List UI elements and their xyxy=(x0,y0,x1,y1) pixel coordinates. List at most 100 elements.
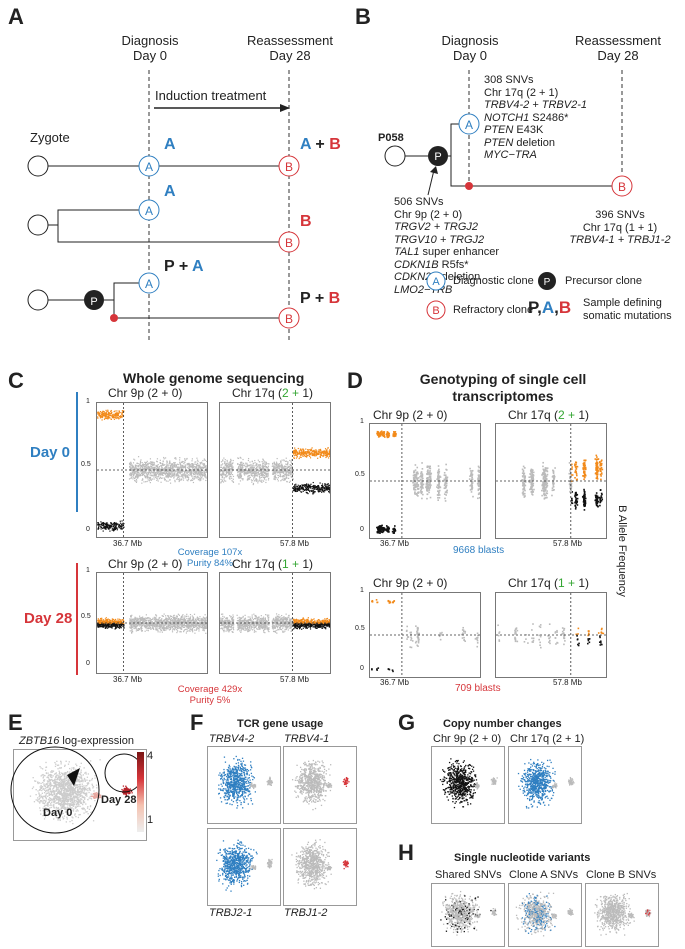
clone-b-annotations: 396 SNVs Chr 17q (1 + 1) TRBV4-1 + TRBJ1… xyxy=(560,209,680,247)
c-d0-chr17-pos: 57.8 Mb xyxy=(280,539,309,548)
c-d28-coverage: Coverage 429x Purity 5% xyxy=(140,684,280,706)
umap-cells xyxy=(515,891,574,937)
d-d28-blasts: 709 blasts xyxy=(455,683,501,694)
c-d28-chr9-plot xyxy=(96,572,208,674)
umap-e-day0: Day 0 xyxy=(43,807,73,819)
legend-diagnostic: Diagnostic clone xyxy=(453,275,534,287)
d-d0-chr17-plot xyxy=(495,423,607,539)
row2-right-label: B xyxy=(300,213,312,230)
c-d0-chr17-plot xyxy=(219,402,331,538)
umap-cells xyxy=(440,890,498,936)
precursor-line: TRGV10 + TRGJ2 xyxy=(394,233,485,246)
day28-bar xyxy=(76,563,78,675)
row3-left-plus: + xyxy=(178,258,189,275)
chr17-title-gain: 1 + xyxy=(558,576,576,590)
baf-points xyxy=(97,409,207,532)
svg-text:A: A xyxy=(145,204,153,218)
umap-f-2 xyxy=(283,746,357,824)
precursor-line: 506 SNVs xyxy=(394,196,444,208)
d-d28-chr17-plot xyxy=(495,592,607,678)
panel-h-title: Single nucleotide variants xyxy=(454,852,591,864)
b-diagnosis-day: Day 0 xyxy=(453,48,487,63)
umap-cells xyxy=(216,839,273,892)
svg-text:A: A xyxy=(145,160,153,174)
row3-right-p: P xyxy=(300,290,311,307)
legend-letter-p: P xyxy=(528,298,538,317)
umap-cells xyxy=(29,759,133,825)
c-d28-chr17-pos: 57.8 Mb xyxy=(280,675,309,684)
c-d0-chr17-title: Chr 17q (2 + 1) xyxy=(232,386,313,400)
d-d28-chr9-plot xyxy=(369,592,481,678)
row1-left-label: A xyxy=(164,136,176,153)
c-d28-chr17-title: Chr 17q (1 + 1) xyxy=(232,557,313,571)
day28-label: Day 28 xyxy=(24,610,73,627)
baf-points xyxy=(220,447,330,495)
panel-c-letter: C xyxy=(8,368,24,393)
row1-right-b: B xyxy=(329,136,341,153)
zygote-label: Zygote xyxy=(30,130,70,145)
panel-f-letter: F xyxy=(190,710,204,735)
sc-points xyxy=(376,430,480,534)
f-label-2: TRBV4-1 xyxy=(284,733,330,745)
chr17-title-gain: 1 + xyxy=(282,557,300,571)
legend-defining-2: somatic mutations xyxy=(583,310,672,322)
legend-letter-b: B xyxy=(558,298,572,317)
ytick: 0.5 xyxy=(81,461,91,468)
c-d28-chr9-pos: 36.7 Mb xyxy=(113,675,142,684)
precursor-line: CDKN1B R5fs* xyxy=(394,258,469,271)
clone-a-line: Chr 17q (2 + 1) xyxy=(484,86,559,99)
day0-label: Day 0 xyxy=(30,444,71,461)
legend-comma: , xyxy=(554,298,559,317)
baf-points xyxy=(220,613,330,634)
row1-right-label: A + B xyxy=(300,136,341,154)
coverage-text: Coverage 429x xyxy=(177,684,243,695)
g-label-1: Chr 9p (2 + 0) xyxy=(433,733,502,745)
induction-label: Induction treatment xyxy=(155,88,267,103)
chr17-title-gain: 2 + xyxy=(558,408,576,422)
panel-e-title: ZBTB16 log-expression xyxy=(19,735,134,748)
d-d0-chr17-title: Chr 17q (2 + 1) xyxy=(508,408,589,422)
row2-left-label: A xyxy=(164,183,176,200)
row3-left-a: A xyxy=(192,258,204,275)
purity-text: Purity 5% xyxy=(189,695,231,706)
patient-id: P058 xyxy=(378,132,404,144)
precursor-annotations: 506 SNVs Chr 9p (2 + 0) TRGV2 + TRGJ2 TR… xyxy=(394,196,499,296)
d-d0-chr9-pos: 36.7 Mb xyxy=(380,539,409,548)
f-label-4: TRBJ1-2 xyxy=(284,907,328,919)
chr17-title-post: 1) xyxy=(299,386,314,400)
clone-b-line: TRBV4-1 + TRBJ1-2 xyxy=(569,234,671,246)
row1-right-a: A xyxy=(300,136,311,153)
colorbar xyxy=(137,752,144,832)
diagnosis-title: Diagnosis xyxy=(121,33,179,48)
ytick: 0 xyxy=(86,526,90,533)
row3-right-b: B xyxy=(328,290,341,307)
svg-text:A: A xyxy=(432,276,440,288)
umap-h-3 xyxy=(585,883,659,947)
legend-refractory: Refractory clone xyxy=(453,304,534,316)
umap-g-2 xyxy=(508,746,582,824)
ytick: 1 xyxy=(360,587,364,594)
row3-left-label: P + A xyxy=(164,258,204,276)
b-diagnosis-title: Diagnosis xyxy=(441,33,499,48)
panel-b-tree: P A B xyxy=(384,70,633,197)
ytick: 1 xyxy=(86,398,90,405)
ytick: 0 xyxy=(360,526,364,533)
panel-b-letter: B xyxy=(355,4,371,29)
panel-a-reassessment-header: Reassessment Day 28 xyxy=(235,33,345,63)
ytick: 1 xyxy=(360,418,364,425)
umap-f-4 xyxy=(283,828,357,906)
c-d0-chr9-pos: 36.7 Mb xyxy=(113,539,142,548)
umap-cells xyxy=(594,892,652,936)
zbtb16-rest: log-expression xyxy=(59,735,134,747)
d-d28-chr17-pos: 57.8 Mb xyxy=(553,678,582,687)
c-d28-chr9-title: Chr 9p (2 + 0) xyxy=(108,557,183,571)
sc-points xyxy=(497,623,605,649)
panel-d-title-2: transcriptomes xyxy=(452,388,554,404)
reassessment-day: Day 28 xyxy=(269,48,311,63)
d-d28-chr17-title: Chr 17q (1 + 1) xyxy=(508,576,589,590)
clone-b-line: 396 SNVs xyxy=(595,209,645,221)
chr17-title-pre: Chr 17q ( xyxy=(508,408,559,422)
chr17-title-pre: Chr 17q ( xyxy=(232,386,283,400)
ytick: 0 xyxy=(360,665,364,672)
legend-letter-a: A xyxy=(541,298,555,317)
